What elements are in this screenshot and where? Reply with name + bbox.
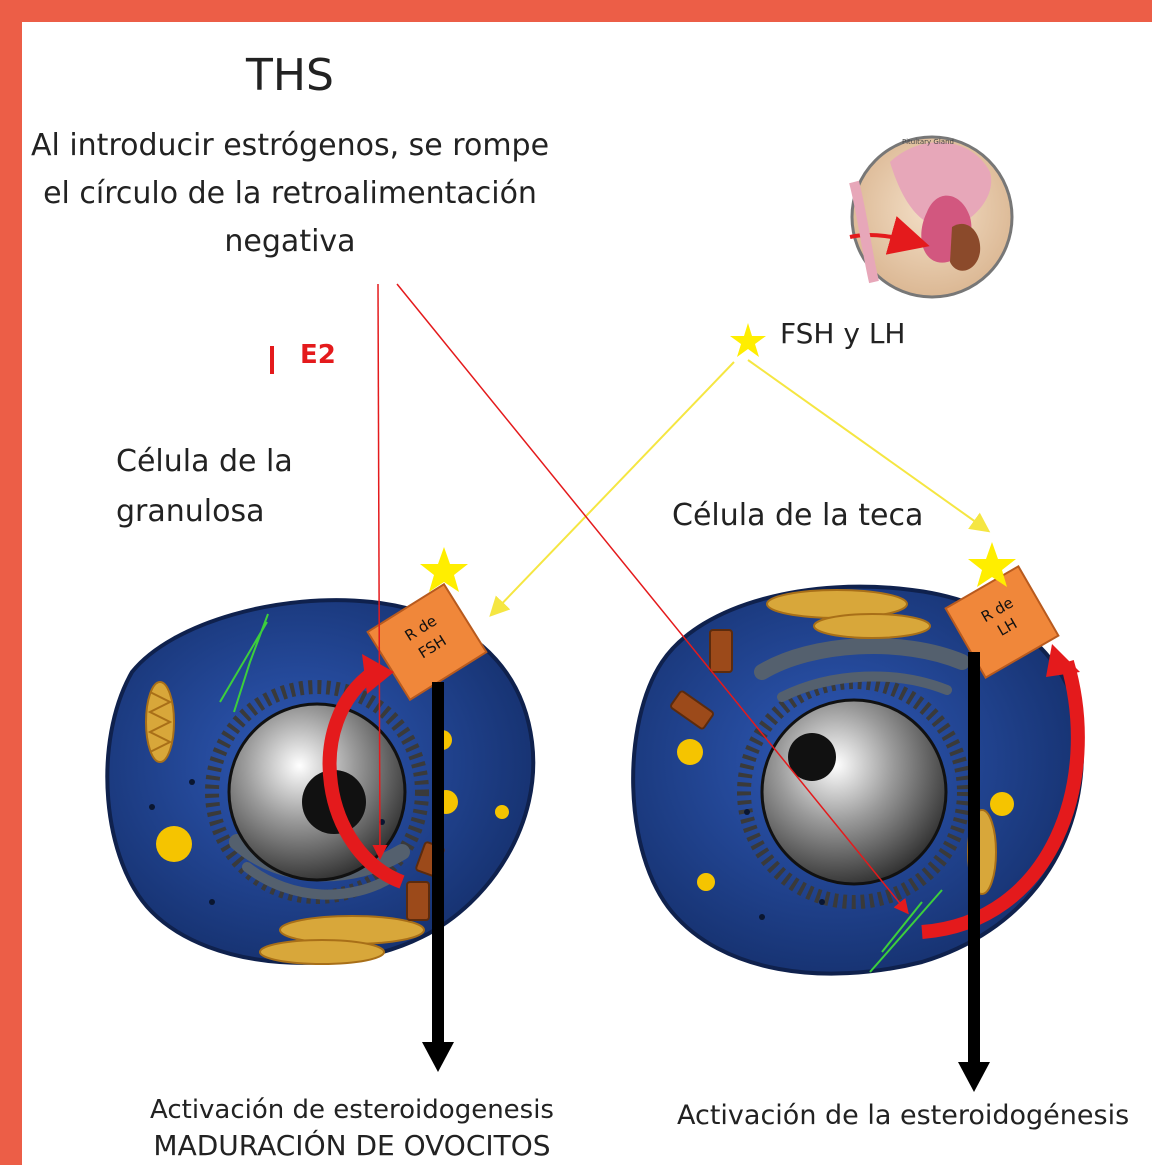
intro-text: Al introducir estrógenos, se rompe el cí… <box>22 122 558 266</box>
vesicle <box>156 826 192 862</box>
mitochondrion <box>260 940 384 964</box>
e2-label: E2 <box>300 340 336 370</box>
pituitary-caption: Pituitary Gland <box>902 138 954 146</box>
vesicle <box>697 873 715 891</box>
theca-label: Célula de la teca <box>672 498 923 533</box>
pituitary-gland-illustration: Pituitary Gland <box>850 137 1012 297</box>
activation-left-label: Activación de esteroidogenesis MADURACIÓ… <box>122 1092 582 1164</box>
hormones-label: FSH y LH <box>780 317 905 350</box>
activation-left-line2: MADURACIÓN DE OVOCITOS <box>122 1128 582 1164</box>
page-title: THS <box>22 50 558 101</box>
activation-arrow-right-head <box>958 1062 990 1092</box>
centriole <box>710 630 732 672</box>
granulosa-label: Célula de la granulosa <box>116 437 376 537</box>
activation-left-line1: Activación de esteroidogenesis <box>122 1092 582 1128</box>
star-icon <box>730 323 766 357</box>
activation-arrow-left-shaft <box>432 682 444 1052</box>
theca-nucleus <box>762 700 946 884</box>
vesicle <box>495 805 509 819</box>
activation-arrow-right-shaft <box>968 652 980 1072</box>
vesicle <box>990 792 1014 816</box>
e2-down-arrow-icon <box>270 346 274 374</box>
mitochondrion <box>814 614 930 638</box>
fsh-signal-line <box>492 362 734 614</box>
vesicle <box>677 739 703 765</box>
activation-arrow-left-head <box>422 1042 454 1072</box>
activation-right-label: Activación de la esteroidogénesis <box>677 1100 1129 1131</box>
slide: Pituitary Gland <box>22 22 1152 1165</box>
centriole <box>407 882 429 920</box>
